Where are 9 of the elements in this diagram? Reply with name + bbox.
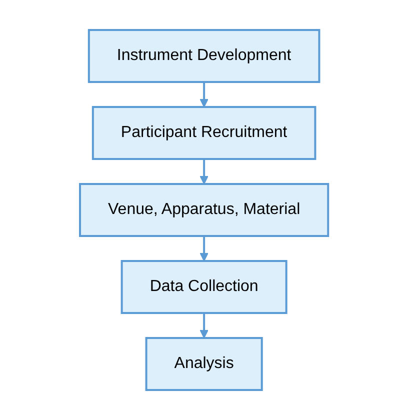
arrow [200,82,209,107]
node-box: Instrument Development [88,28,321,82]
arrow [200,236,209,261]
node-box: Participant Recruitment [92,106,317,160]
arrow [200,158,209,184]
node-box: Analysis [146,336,264,390]
arrow [200,312,209,338]
node-box: Venue, Apparatus, Material [79,182,330,236]
node-box: Data Collection [121,260,288,314]
